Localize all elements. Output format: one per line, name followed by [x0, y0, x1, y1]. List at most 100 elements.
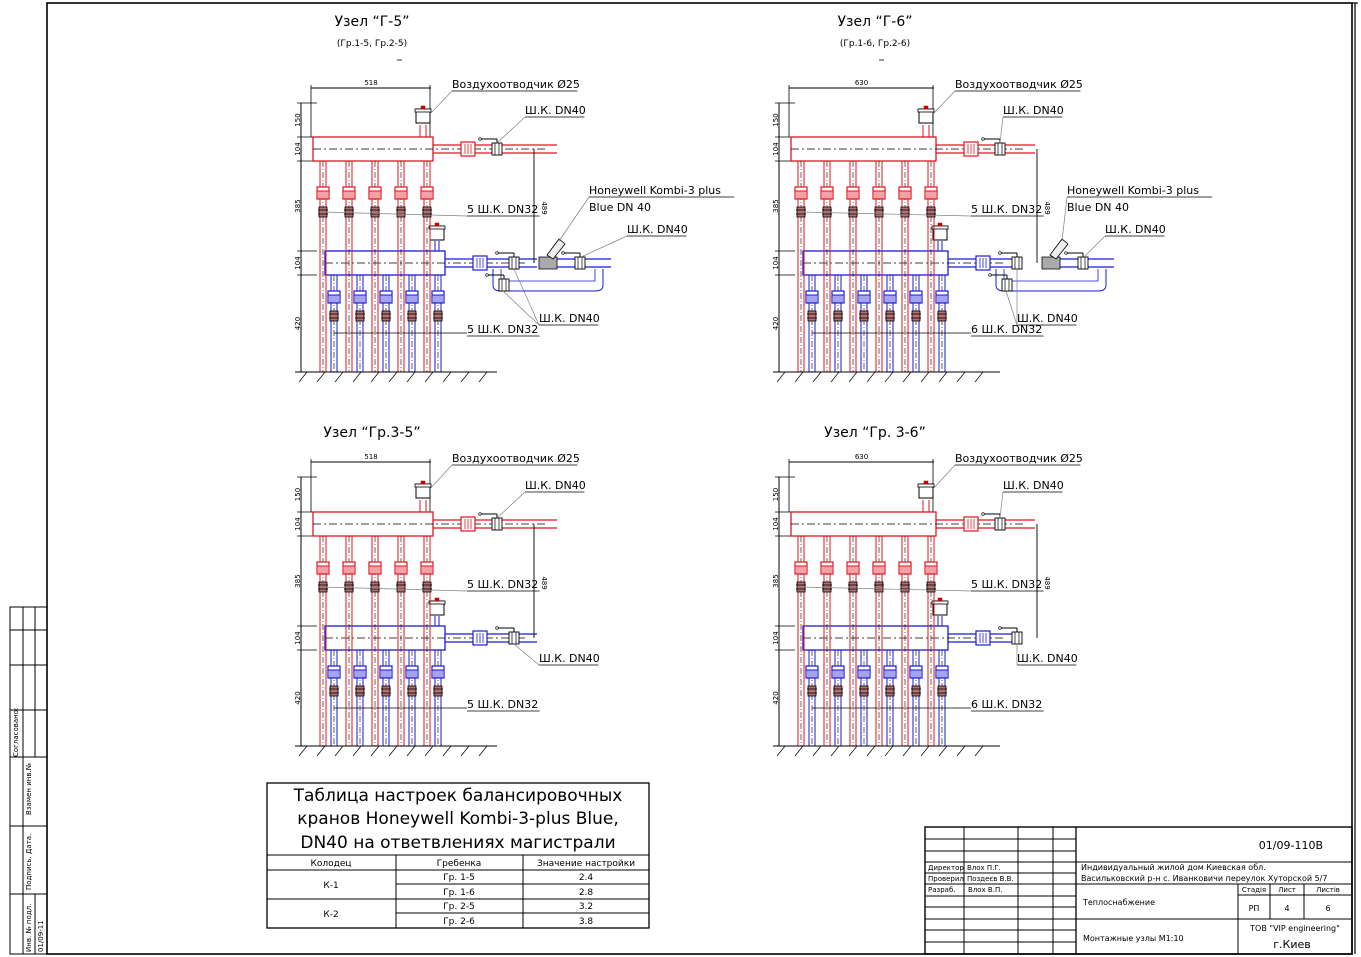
dimension-value: 150 — [772, 113, 780, 126]
nodes-layer: Узел “Г-5”(Гр.1-5, Гр.2-5)15010438510442… — [294, 14, 1213, 757]
label-valve-top: Ш.К. DN40 — [1003, 104, 1064, 117]
floor-hatch — [974, 371, 984, 383]
manifold-node: Узел “Гр.3-5”150104385104420518489Воздух… — [294, 425, 600, 757]
ball-valve-icon — [329, 310, 339, 322]
dimension-489: 489 — [540, 576, 548, 589]
coupling-icon — [368, 561, 382, 575]
table-header-value: Значение настройки — [537, 859, 635, 869]
node-subtitle: (Гр.1-5, Гр.2-5) — [337, 39, 407, 49]
dimension-value: 104 — [772, 256, 780, 270]
dimension-value: 104 — [772, 517, 780, 531]
leader-line — [1061, 196, 1068, 242]
leader-line — [428, 90, 453, 116]
label-valve-return: Ш.К. DN40 — [539, 652, 600, 665]
node-subtitle: (Гр.1-6, Гр.2-6) — [840, 39, 910, 49]
dimension-value: 420 — [772, 317, 780, 330]
floor-hatch — [316, 745, 326, 757]
coupling-icon — [405, 665, 419, 679]
table-cell-manifold: Гр. 1-5 — [443, 873, 475, 883]
floor-hatch — [334, 371, 344, 383]
stage-label: Стадія — [1242, 886, 1266, 894]
coupling-icon — [846, 186, 860, 200]
label-air-vent: Воздухоотводчик Ø25 — [955, 78, 1083, 91]
label-balancing-valve-2: Blue DN 40 — [589, 201, 651, 214]
manifold-node: Узел “Гр. 3-6”150104385104420630489Возду… — [772, 425, 1083, 757]
side-stamp-inv-value: 01/09-11 — [37, 920, 45, 952]
table-title-line-2: кранов Honeywell Kombi-3-plus Blue, — [297, 809, 619, 829]
floor-hatch — [848, 371, 858, 383]
role-checked: Проверил — [928, 875, 964, 883]
coupling-icon — [805, 290, 819, 304]
coupling-icon — [872, 186, 886, 200]
table-cell-well: К-1 — [323, 881, 338, 891]
ball-valve-icon — [422, 581, 432, 593]
coupling-icon — [924, 186, 938, 200]
dimension-value: 104 — [772, 142, 780, 156]
coupling-icon — [394, 186, 408, 200]
floor-hatch — [794, 745, 804, 757]
coupling-icon — [857, 665, 871, 679]
air-vent-icon — [414, 480, 432, 499]
floor-hatch — [424, 371, 434, 383]
label-supply-valves: 5 Ш.К. DN32 — [467, 578, 538, 591]
floor-hatch — [460, 371, 470, 383]
ball-valve-icon — [495, 251, 520, 270]
project-line-2: Васильковский р-н с. Иванковичи переулок… — [1081, 874, 1327, 883]
bypass-pipe — [1003, 269, 1099, 282]
ball-valve-icon — [937, 685, 947, 697]
label-air-vent: Воздухоотводчик Ø25 — [955, 452, 1083, 465]
floor-hatch — [352, 745, 362, 757]
sheet-title: Монтажные узлы М1:10 — [1083, 934, 1184, 943]
dimension-value: 420 — [294, 317, 302, 330]
air-vent-icon — [428, 222, 446, 241]
company-name: ТОВ "VIP engineering" — [1249, 924, 1340, 933]
ball-valve-icon — [900, 581, 910, 593]
dimension-value: 420 — [772, 691, 780, 704]
dimension-value: 385 — [294, 574, 302, 587]
ball-valve-icon — [926, 206, 936, 218]
floor-hatch — [884, 745, 894, 757]
ball-valve-icon — [900, 206, 910, 218]
floor-hatch — [938, 371, 948, 383]
coupling-icon — [353, 290, 367, 304]
dimension-value: 150 — [294, 488, 302, 501]
ball-valve-icon — [561, 251, 586, 270]
coupling-icon — [805, 665, 819, 679]
coupling-icon — [924, 561, 938, 575]
width-dimension: 630 — [855, 79, 868, 87]
floor-hatch — [938, 745, 948, 757]
dimension-value: 104 — [294, 631, 302, 645]
ball-valve-icon — [381, 685, 391, 697]
supply-manifold — [790, 136, 937, 162]
ball-valve-icon — [355, 310, 365, 322]
manifold-node: Узел “Г-6”(Гр.1-6, Гр.2-6)15010438510442… — [772, 14, 1213, 383]
coupling-icon — [420, 561, 434, 575]
coupling-icon — [909, 665, 923, 679]
coupling-icon — [405, 290, 419, 304]
label-return-valves: 6 Ш.К. DN32 — [971, 323, 1042, 336]
floor-hatch — [830, 371, 840, 383]
dimension-value: 150 — [294, 113, 302, 126]
floor-hatch — [902, 371, 912, 383]
floor-hatch — [902, 745, 912, 757]
table-cell-manifold: Гр. 1-6 — [443, 888, 475, 898]
coupling-icon — [935, 290, 949, 304]
coupling-icon — [883, 665, 897, 679]
sheet-frame — [46, 2, 1358, 955]
section-name: Теплоснабжение — [1082, 898, 1155, 907]
ball-valve-icon — [859, 310, 869, 322]
coupling-icon — [379, 290, 393, 304]
coupling-icon — [883, 290, 897, 304]
ball-valve-icon — [807, 310, 817, 322]
ball-valve-icon — [848, 206, 858, 218]
coupling-icon — [898, 561, 912, 575]
coupling-icon — [820, 186, 834, 200]
coupling-icon — [794, 561, 808, 575]
ball-valve-icon — [370, 581, 380, 593]
air-vent-icon — [428, 597, 446, 616]
dimension-value: 104 — [294, 517, 302, 531]
floor-hatch — [956, 371, 966, 383]
label-supply-valves: 5 Ш.К. DN32 — [971, 203, 1042, 216]
ball-valve-icon — [911, 685, 921, 697]
air-vent-icon — [931, 597, 949, 616]
